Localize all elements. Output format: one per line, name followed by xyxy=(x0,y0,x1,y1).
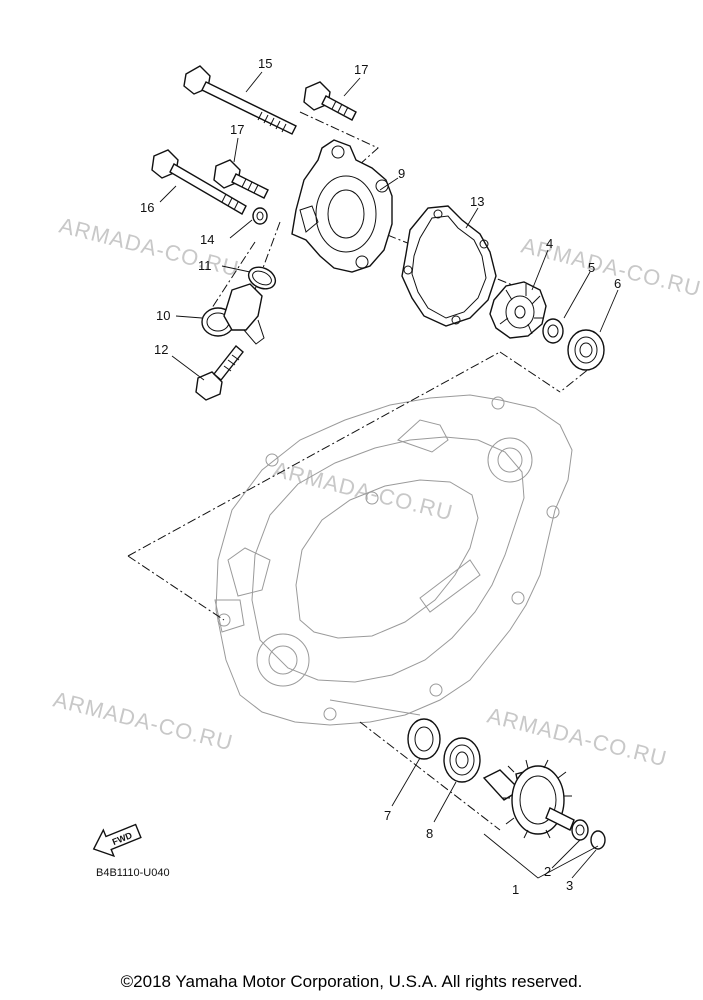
part-bearing-8 xyxy=(443,737,481,783)
callout-6: 6 xyxy=(614,276,621,291)
fwd-arrow-icon: FWD xyxy=(92,823,142,858)
callout-9: 9 xyxy=(398,166,405,181)
part-oil-seal-7 xyxy=(407,718,441,760)
part-washer-14 xyxy=(252,207,268,225)
callout-2: 2 xyxy=(544,864,551,879)
watermarks: ARMADA-CO.RU ARMADA-CO.RU ARMADA-CO.RU A… xyxy=(51,213,703,772)
callout-13: 13 xyxy=(470,194,484,209)
part-bolt-17-lower xyxy=(213,159,269,199)
callout-14: 14 xyxy=(200,232,214,247)
part-pump-cover-9 xyxy=(291,139,393,273)
callout-10: 10 xyxy=(156,308,170,323)
callout-3: 3 xyxy=(566,878,573,893)
watermark: ARMADA-CO.RU xyxy=(485,703,670,772)
callout-11: 11 xyxy=(198,258,212,273)
part-washer-5 xyxy=(542,318,564,344)
watermark: ARMADA-CO.RU xyxy=(57,213,242,282)
part-bolt-17-upper xyxy=(303,81,357,121)
part-shaft-gear-1 xyxy=(482,759,575,839)
callout-1: 1 xyxy=(512,882,519,897)
reference-frame xyxy=(127,351,561,831)
callout-17: 17 xyxy=(354,62,368,77)
callout-17: 17 xyxy=(230,122,244,137)
part-hose-joint-10 xyxy=(201,283,265,345)
callouts: 15 17 17 9 16 13 14 11 4 5 6 10 12 7 8 2… xyxy=(140,56,621,897)
part-bolt-15 xyxy=(183,65,297,135)
part-circlip-3 xyxy=(590,830,606,850)
part-bolt-12 xyxy=(195,344,244,401)
part-oil-seal-6 xyxy=(567,329,605,371)
part-gasket-13 xyxy=(401,205,497,327)
callout-16: 16 xyxy=(140,200,154,215)
callout-5: 5 xyxy=(588,260,595,275)
callout-4: 4 xyxy=(546,236,553,251)
leader-lines xyxy=(159,71,619,879)
watermark: ARMADA-CO.RU xyxy=(271,457,456,526)
part-bolt-16 xyxy=(151,149,247,215)
callout-7: 7 xyxy=(384,808,391,823)
part-impeller-4 xyxy=(489,281,547,339)
part-washer-2 xyxy=(571,819,589,841)
watermark: ARMADA-CO.RU xyxy=(51,687,236,756)
callout-12: 12 xyxy=(154,342,168,357)
figure-code: B4B1110-U040 xyxy=(96,867,170,879)
callout-8: 8 xyxy=(426,826,433,841)
callout-15: 15 xyxy=(258,56,272,71)
crankcase xyxy=(214,394,573,726)
copyright-notice: ©2018 Yamaha Motor Corporation, U.S.A. A… xyxy=(120,972,583,991)
